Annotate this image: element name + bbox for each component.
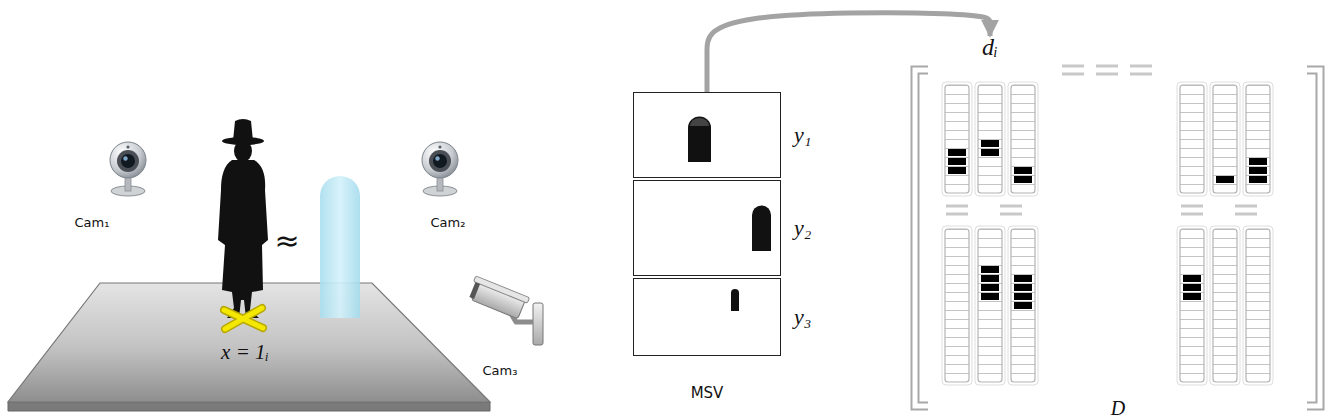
position-label: x = 1ᵢ xyxy=(221,340,269,365)
column-label: dᵢ xyxy=(982,34,998,61)
matrix-bracket xyxy=(915,70,1320,406)
floor-edge xyxy=(8,402,490,411)
camera-label: Cam₂ xyxy=(431,215,466,230)
camera-label: Cam₁ xyxy=(75,215,110,230)
camera-label: Cam₃ xyxy=(483,363,518,378)
stack-label: MSV xyxy=(633,384,781,402)
camera-view: y₂ xyxy=(633,180,781,276)
dictionary-column: dᵢ xyxy=(978,36,1002,385)
view-label: y₁ xyxy=(794,122,811,148)
connector-arrow xyxy=(707,13,990,92)
position-mark xyxy=(224,308,263,329)
surveillance-camera xyxy=(467,276,543,345)
ellipsis-dashes xyxy=(946,66,1257,214)
matrix-columns xyxy=(942,82,1273,385)
view-silhouettes xyxy=(688,117,771,312)
view-label: y₃ xyxy=(794,304,811,330)
camera-view: y₃ xyxy=(633,278,781,356)
dictionary-matrix: Ddᵢ xyxy=(912,62,1324,420)
camera-view: y₁ xyxy=(633,92,781,178)
matrix-label: D xyxy=(912,397,1324,420)
camera-1-symbol xyxy=(110,142,146,196)
person-silhouette xyxy=(218,119,268,318)
camera-2-symbol xyxy=(422,142,458,196)
view-stack: MSV y₁y₂y₃ xyxy=(633,92,781,412)
cylinder-model xyxy=(320,176,360,318)
approx-symbol: ≈ xyxy=(274,223,299,258)
view-label: y₂ xyxy=(794,215,811,241)
